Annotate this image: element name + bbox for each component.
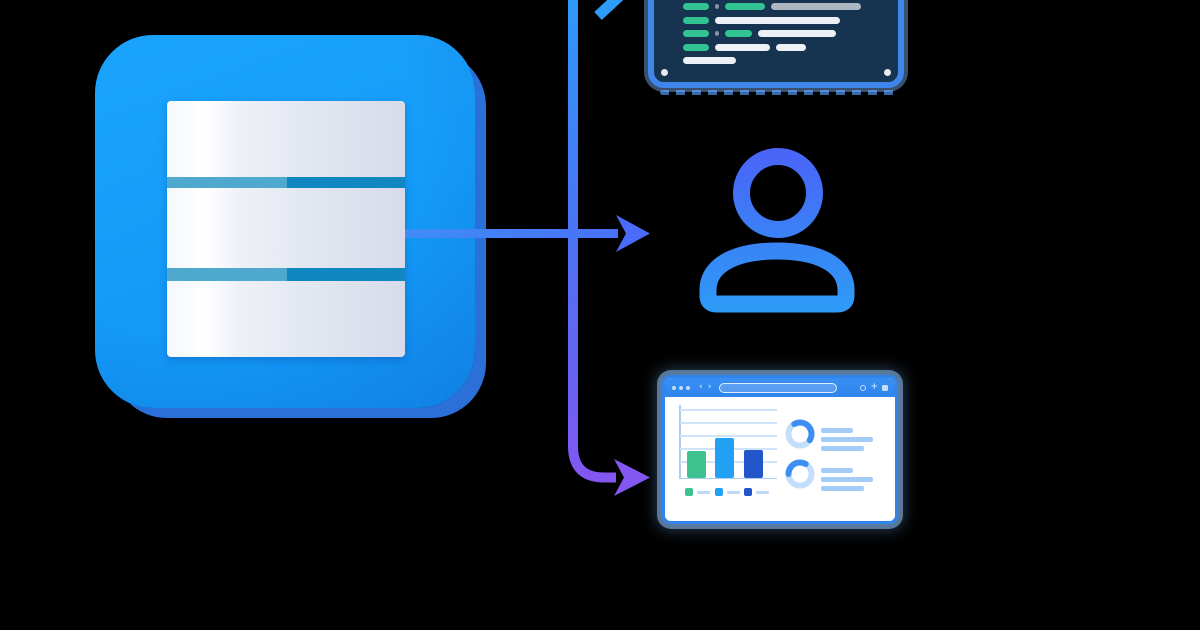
table-stripe — [167, 268, 405, 281]
chart-bar — [744, 450, 763, 478]
window-dot-icon — [686, 385, 690, 390]
user-shoulders — [699, 242, 855, 313]
url-bar — [719, 382, 838, 393]
code-line — [683, 3, 867, 10]
code-line — [683, 57, 867, 64]
code-segment-text — [758, 30, 836, 37]
dashboard-text-line — [821, 428, 853, 433]
chart-gridline — [680, 435, 777, 437]
chart-bar — [715, 438, 734, 478]
code-segment-keyword — [725, 3, 765, 10]
legend-swatch — [715, 488, 723, 496]
dashboard-text-line — [821, 486, 864, 491]
titlebar-actions: + — [860, 383, 888, 392]
database-icon — [95, 35, 475, 408]
table-row — [167, 101, 405, 177]
dashboard-text-line — [821, 446, 864, 451]
nav-arrows: ‹ › — [699, 383, 711, 392]
dashboard-browser-window: ‹ › + — [662, 375, 898, 524]
chart-y-axis — [679, 405, 681, 478]
bookmark-icon — [882, 384, 888, 391]
code-segment-dot — [715, 31, 719, 36]
arrow-to-code-editor — [594, 0, 624, 21]
window-dot-icon — [672, 385, 676, 390]
table-row — [167, 188, 405, 268]
legend-dash — [727, 491, 740, 494]
code-line — [683, 43, 867, 51]
table-row — [167, 281, 405, 357]
editor-dashed-shadow — [660, 90, 900, 95]
table-stripe — [167, 177, 405, 188]
legend-swatch — [744, 488, 752, 496]
window-dot-icon — [679, 385, 683, 390]
code-line — [683, 16, 867, 24]
code-segment-text — [715, 16, 840, 24]
code-lines — [683, 3, 867, 71]
chart-bar — [687, 451, 706, 478]
code-segment-text — [683, 57, 736, 64]
code-segment-keyword — [725, 30, 752, 37]
code-segment-keyword — [683, 43, 709, 51]
database-table-graphic — [167, 101, 405, 357]
legend-swatch — [685, 488, 693, 496]
back-arrow-icon: ‹ — [699, 382, 703, 392]
arrowhead-dashboard — [614, 459, 650, 496]
plus-icon: + — [870, 382, 878, 392]
dashboard-content — [665, 397, 895, 521]
code-segment-keyword — [683, 3, 709, 10]
dashboard-text-line — [821, 477, 873, 482]
code-segment-dot — [715, 4, 719, 9]
code-segment-text — [776, 43, 806, 51]
forward-arrow-icon: › — [707, 382, 712, 392]
legend-dash — [697, 491, 710, 494]
selection-handle-icon — [661, 69, 668, 76]
code-segment-keyword — [683, 16, 709, 24]
arrowhead-user — [616, 215, 650, 252]
legend-dash — [756, 491, 769, 494]
chart-x-axis — [679, 477, 777, 479]
window-controls — [672, 385, 690, 390]
code-segment-text — [771, 3, 861, 10]
donut-chart — [785, 459, 815, 489]
selection-handle-icon — [884, 69, 891, 76]
refresh-icon — [860, 384, 867, 391]
chart-gridline — [680, 422, 777, 424]
code-segment-text — [715, 43, 770, 51]
dashboard-text-line — [821, 468, 853, 473]
dashboard-text-line — [821, 437, 873, 442]
chart-gridline — [680, 409, 777, 411]
user-head — [733, 148, 823, 238]
code-editor-window — [648, 0, 904, 88]
arrow-to-dashboard — [568, 0, 616, 483]
donut-chart — [785, 419, 815, 449]
user-icon — [699, 148, 855, 313]
browser-titlebar: ‹ › + — [665, 378, 895, 397]
code-segment-keyword — [683, 30, 709, 37]
code-line — [683, 30, 867, 37]
